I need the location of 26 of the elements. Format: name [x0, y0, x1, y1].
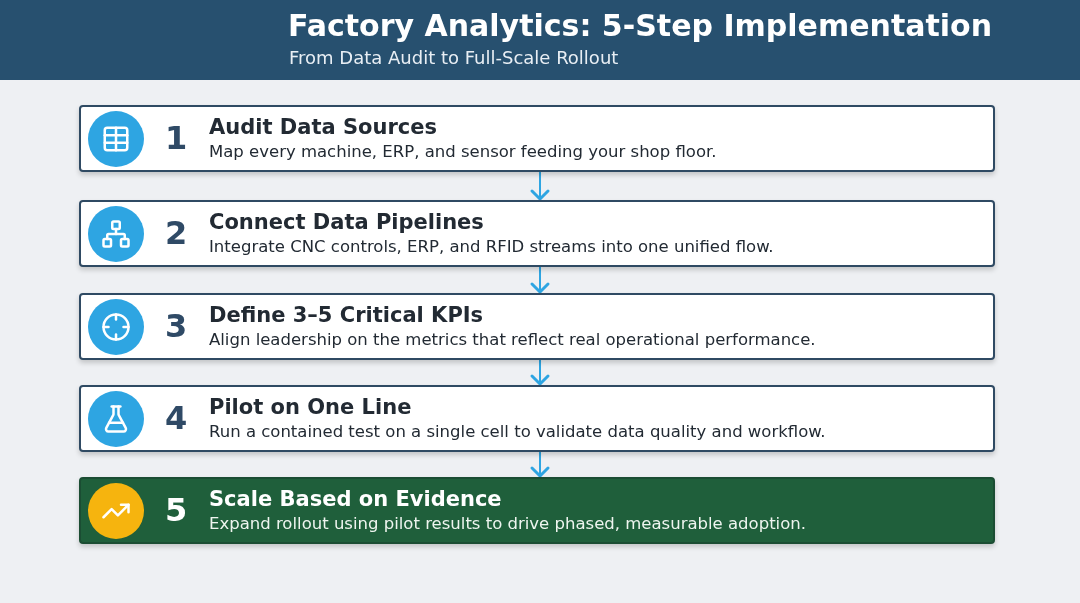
step-card — [79, 200, 995, 267]
step-description: Expand rollout using pilot results to drive phased, measurable adoption. — [209, 514, 806, 533]
step-number: 5 — [165, 491, 188, 529]
step-description: Map every machine, ERP, and sensor feeding your shop floor. — [209, 142, 717, 161]
step-heading: Pilot on One Line — [209, 395, 412, 419]
step-heading: Audit Data Sources — [209, 115, 437, 139]
chevron-arrow — [530, 171, 550, 201]
chevron-arrow — [530, 266, 550, 294]
step-card — [79, 385, 995, 452]
step-number: 1 — [165, 119, 188, 157]
step-number: 3 — [165, 307, 188, 345]
step-heading: Define 3–5 Critical KPIs — [209, 303, 484, 327]
chevron-arrow — [530, 359, 550, 386]
title: Factory Analytics: 5-Step Implementation — [288, 8, 993, 43]
step-heading: Scale Based on Evidence — [209, 487, 502, 511]
step-description: Run a contained test on a single cell to validate data quality and workflow. — [209, 422, 826, 441]
step-card — [79, 105, 995, 172]
step-description: Align leadership on the metrics that reflect real operational performance. — [209, 330, 816, 349]
chevron-arrow — [530, 451, 550, 478]
step-description: Integrate CNC controls, ERP, and RFID streams into one unified flow. — [209, 237, 774, 256]
step-number: 4 — [165, 399, 188, 437]
step-number: 2 — [165, 214, 188, 252]
subtitle: From Data Audit to Full-Scale Rollout — [289, 47, 619, 68]
step-card — [79, 477, 995, 544]
step-card — [79, 293, 995, 360]
step-heading: Connect Data Pipelines — [209, 210, 484, 234]
